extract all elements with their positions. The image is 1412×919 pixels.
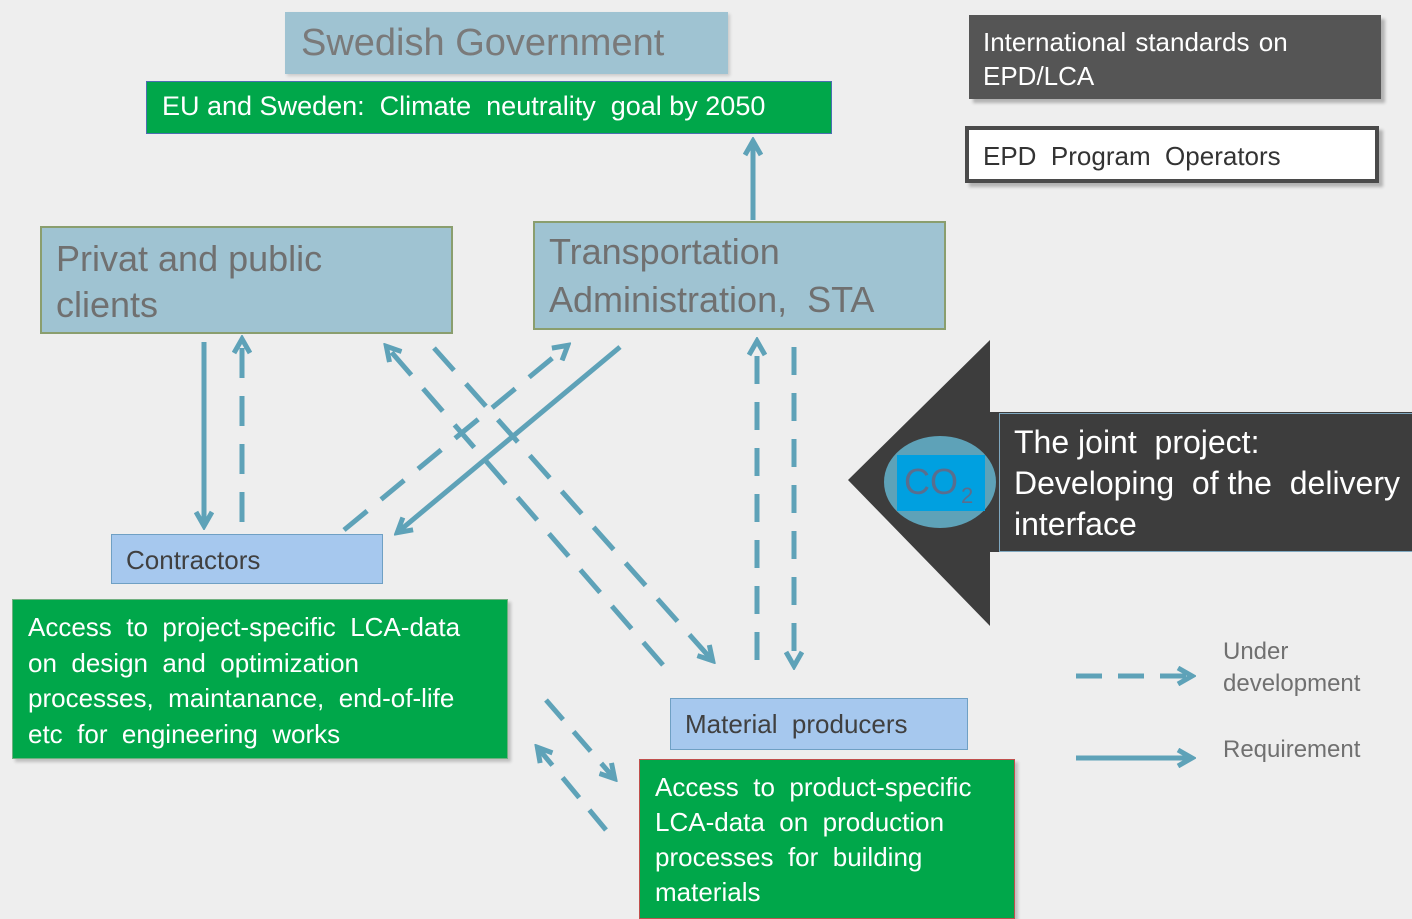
arrow-producers-to-clients <box>387 347 665 667</box>
co2-subscript: 2 <box>961 483 974 508</box>
arrow-product-to-contractor-access <box>538 748 608 832</box>
swedish-government-box: Swedish Government <box>285 12 728 74</box>
joint-project-box: The joint project: Developing of the del… <box>999 413 1412 552</box>
contractor-lca-access-box: Access to project-specific LCA-data on d… <box>12 599 508 759</box>
co2-label: CO <box>904 461 958 502</box>
material-producers-label: Material producers <box>685 709 908 739</box>
transportation-administration-box: Transportation Administration, STA <box>533 221 946 330</box>
contractors-label: Contractors <box>126 545 261 575</box>
contractors-box: Contractors <box>111 534 383 584</box>
co2-badge: CO 2 <box>897 455 985 511</box>
government-title: Swedish Government <box>301 22 665 64</box>
arrow-sta-to-contractors <box>398 345 622 532</box>
epd-program-operators-box: EPD Program Operators <box>965 126 1379 183</box>
epd-program-operators-text: EPD Program Operators <box>983 141 1281 171</box>
contractor-lca-access-text: Access to project-specific LCA-data on d… <box>28 612 475 749</box>
private-public-clients-box: Privat and public clients <box>40 226 453 334</box>
arrow-contractors-to-sta <box>342 346 567 532</box>
climate-goal-text: EU and Sweden: Climate neutrality goal b… <box>162 91 766 121</box>
product-lca-access-text: Access to product-specific LCA-data on p… <box>655 772 979 907</box>
sta-line1: Transportation <box>549 231 780 272</box>
international-standards-box: International standards on EPD/LCA <box>969 15 1381 99</box>
clients-text: Privat and public clients <box>56 238 323 325</box>
international-standards-text: International standards on EPD/LCA <box>983 27 1288 91</box>
climate-goal-box: EU and Sweden: Climate neutrality goal b… <box>146 81 832 134</box>
product-lca-access-box: Access to product-specific LCA-data on p… <box>639 759 1015 919</box>
legend-under-development: Under development <box>1223 638 1361 697</box>
sta-line2: Administration, STA <box>549 279 875 320</box>
legend-requirement: Requirement <box>1223 736 1361 763</box>
arrow-contractor-to-product-access <box>544 698 614 778</box>
material-producers-box: Material producers <box>670 698 968 750</box>
joint-project-text: The joint project: Developing of the del… <box>1014 424 1409 542</box>
joint-project-arrow-shape <box>848 340 1412 626</box>
arrow-clients-to-producers <box>432 346 712 660</box>
